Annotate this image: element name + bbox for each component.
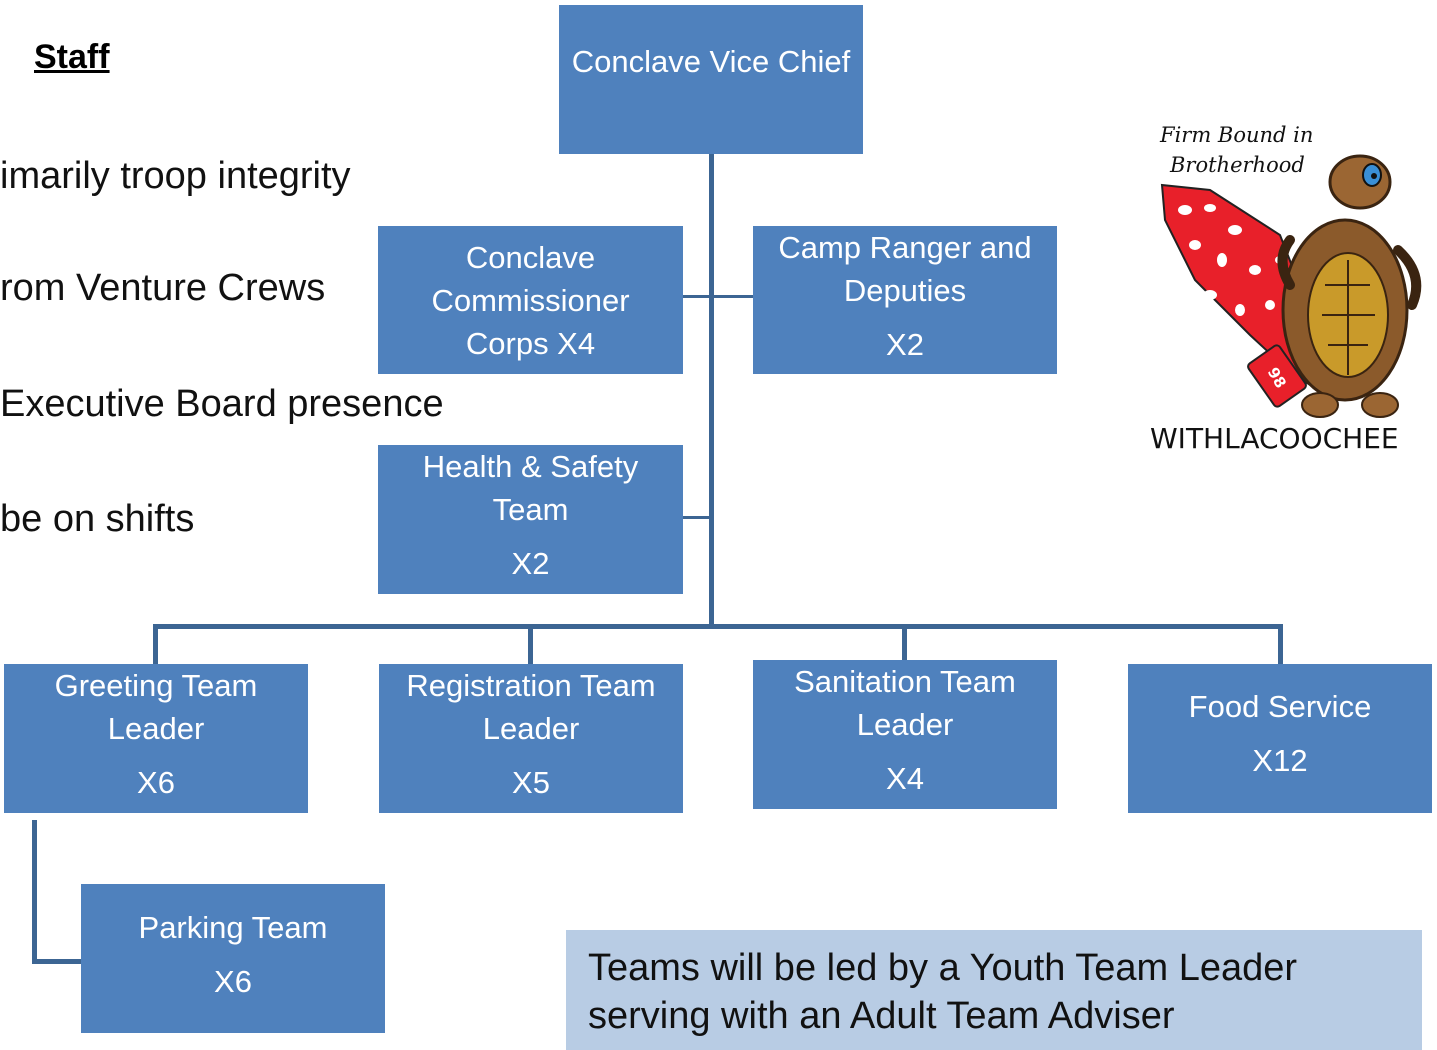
org-box-label: Health & Safety Team [422, 449, 639, 527]
withlacoochee-lodge-logo: Firm Bound in Brotherhood 98 WITHLACOOCH… [1150, 123, 1422, 455]
connector-parking-horizontal [32, 959, 81, 964]
org-box-greeting-team: Greeting Team Leader X6 [4, 664, 308, 813]
org-box-count: X2 [511, 546, 550, 581]
connector-crossbar [153, 624, 1283, 629]
org-box-conclave-vice-chief: Conclave Vice Chief [559, 5, 863, 154]
tortoise-head-icon [1328, 154, 1392, 210]
bullet-text: Executive Board presence [0, 383, 444, 425]
team-leader-note: Teams will be led by a Youth Team Leader… [566, 930, 1422, 1050]
lodge-number-tag [1247, 344, 1307, 408]
org-box-sanitation-team: Sanitation Team Leader X4 [753, 660, 1057, 809]
org-box-label: Greeting Team Leader [54, 668, 258, 746]
org-box-parking-team: Parking Team X6 [81, 884, 385, 1033]
logo-motto-line-1: Firm Bound in [1159, 123, 1313, 147]
bullet-text: rom Venture Crews [0, 267, 326, 309]
logo-lodge-name: WITHLACOOCHEE [1150, 422, 1399, 455]
org-box-health-safety: Health & Safety Team X2 [378, 445, 683, 594]
org-box-label: Conclave Vice Chief [571, 44, 851, 79]
connector-commissioner-ranger [683, 295, 753, 298]
org-box-camp-ranger: Camp Ranger and Deputies X2 [753, 226, 1057, 374]
org-box-label: Conclave Commissioner Corps X4 [431, 240, 630, 361]
org-box-label: Registration Team Leader [406, 668, 656, 746]
connector-parking-vertical [32, 820, 37, 964]
connector-health [683, 516, 711, 519]
org-box-label: Camp Ranger and Deputies [778, 230, 1032, 308]
org-box-food-service: Food Service X12 [1128, 664, 1432, 813]
connector-trunk [709, 154, 714, 626]
org-box-registration-team: Registration Team Leader X5 [379, 664, 683, 813]
org-box-label: Food Service [1188, 689, 1372, 724]
connector-sanitation [902, 624, 907, 660]
org-box-count: X2 [886, 327, 924, 362]
slide-heading: Staff [34, 38, 110, 76]
org-box-count: X6 [137, 765, 175, 800]
org-box-count: X12 [1252, 743, 1308, 778]
org-box-count: X4 [886, 761, 924, 796]
connector-food [1278, 624, 1283, 664]
org-box-count: X5 [512, 765, 550, 800]
org-box-commissioner-corps: Conclave Commissioner Corps X4 [378, 226, 683, 374]
connector-greeting [153, 624, 158, 664]
org-box-label: Sanitation Team Leader [794, 664, 1016, 742]
bullet-text: imarily troop integrity [0, 155, 351, 197]
org-box-label: Parking Team [138, 910, 328, 945]
org-box-count: X6 [214, 964, 252, 999]
logo-motto-line-2: Brotherhood [1169, 153, 1305, 177]
connector-registration [528, 624, 533, 664]
bullet-text: be on shifts [0, 498, 195, 540]
